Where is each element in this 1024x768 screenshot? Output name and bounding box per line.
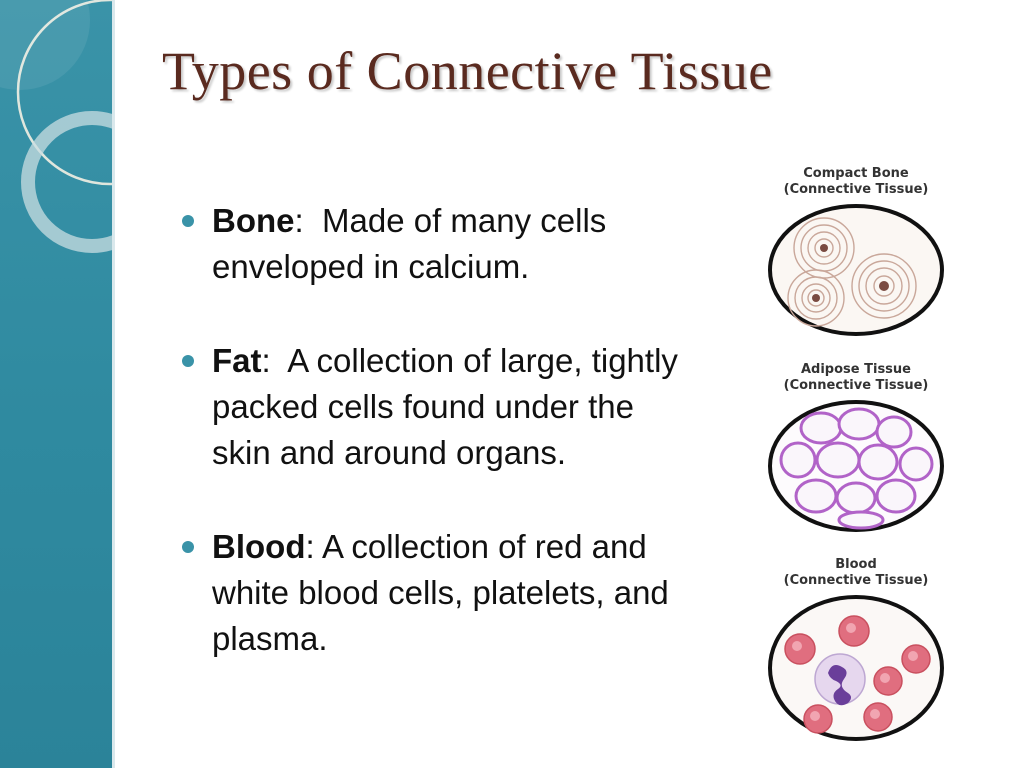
figure-compact-bone: Compact Bone (Connective Tissue): [758, 166, 954, 338]
bullet-dot: [182, 541, 194, 553]
bullet-text: Made of many cells enveloped in calcium.: [212, 202, 607, 285]
bullet-text: A collection of red and white blood cell…: [212, 528, 669, 657]
bullet-separator: :: [294, 202, 323, 239]
bullet-dot: [182, 355, 194, 367]
figure-caption-line1: Adipose Tissue: [800, 362, 911, 377]
bullet-separator: :: [261, 342, 288, 379]
figure-caption-line1: Blood: [835, 557, 877, 572]
bullet-term: Fat: [212, 342, 262, 379]
bullet-separator: :: [305, 528, 323, 565]
figure-blood: Blood (Connective Tissue): [758, 557, 954, 743]
figure-caption-line2: (Connective Tissue): [783, 378, 929, 393]
blood-illustration: [768, 595, 944, 741]
decorative-rings: [0, 0, 112, 253]
figure-caption: Compact Bone (Connective Tissue): [758, 166, 954, 198]
bullet-dot: [182, 215, 194, 227]
side-accent-band: [0, 0, 112, 768]
bullet-list: Bone: Made of many cells enveloped in ca…: [182, 198, 692, 662]
figure-adipose-tissue: Adipose Tissue (Connective Tissue): [758, 362, 954, 534]
compact-bone-illustration: [768, 204, 944, 336]
bullet-text: A collection of large, tightly packed ce…: [212, 342, 678, 471]
adipose-tissue-illustration: [768, 400, 944, 532]
bullet-fat: Fat: A collection of large, tightly pack…: [182, 338, 692, 476]
bullet-term: Blood: [212, 528, 306, 565]
bullet-bone: Bone: Made of many cells enveloped in ca…: [182, 198, 692, 290]
figure-caption-line2: (Connective Tissue): [783, 573, 929, 588]
figure-caption-line1: Compact Bone: [803, 166, 909, 181]
bullet-term: Bone: [212, 202, 295, 239]
figure-caption-line2: (Connective Tissue): [783, 182, 929, 197]
figure-caption: Blood (Connective Tissue): [758, 557, 954, 589]
slide-title: Types of Connective Tissue: [162, 41, 773, 101]
bullet-blood: Blood: A collection of red and white blo…: [182, 524, 692, 662]
figure-caption: Adipose Tissue (Connective Tissue): [758, 362, 954, 394]
band-edge: [112, 0, 115, 768]
